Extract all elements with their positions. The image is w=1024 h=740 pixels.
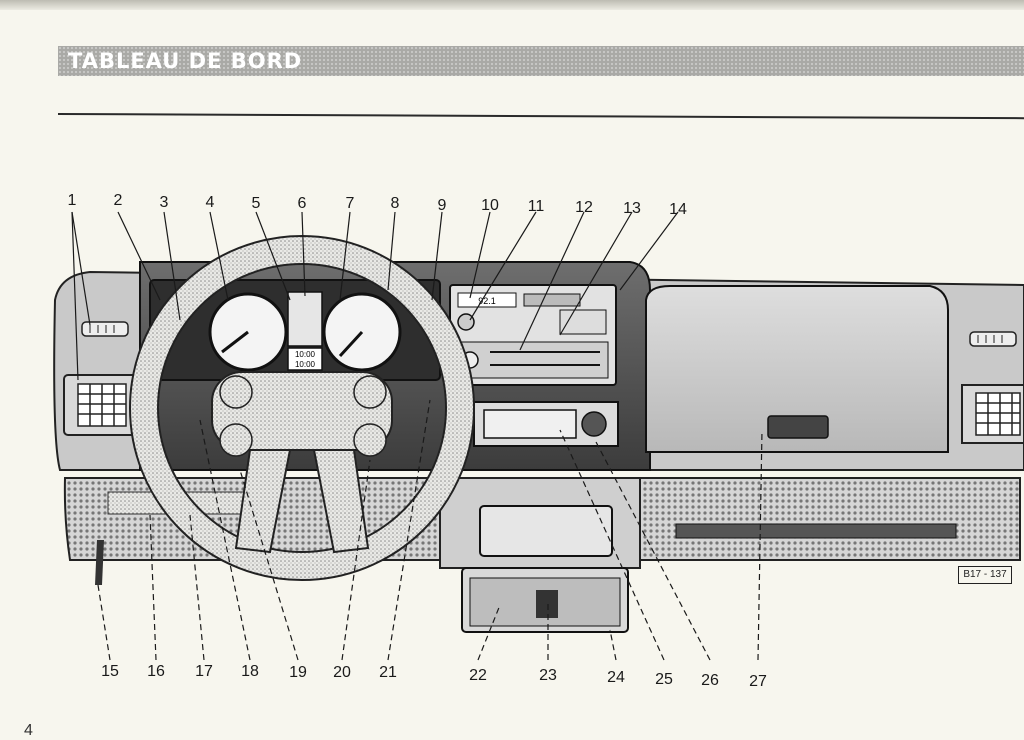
hood-release-lever bbox=[95, 540, 104, 585]
glovebox bbox=[645, 285, 957, 539]
callout-25: 25 bbox=[655, 671, 673, 688]
glovebox-latch bbox=[767, 415, 829, 439]
callout-numbers-bottom: 15 16 17 18 19 20 21 22 23 24 25 26 27 bbox=[101, 663, 767, 690]
instrument-cluster: 10:00 10:00 bbox=[149, 279, 441, 381]
steering-hub bbox=[211, 371, 393, 451]
callout-17: 17 bbox=[195, 663, 213, 680]
callout-16: 16 bbox=[147, 663, 165, 680]
section-title-band: TABLEAU DE BORD bbox=[58, 46, 1024, 76]
callout-2: 2 bbox=[114, 192, 123, 209]
cigarette-lighter bbox=[581, 411, 607, 437]
section-title: TABLEAU DE BORD bbox=[68, 49, 303, 73]
callout-26: 26 bbox=[701, 672, 719, 689]
callout-1: 1 bbox=[68, 192, 77, 209]
callout-11: 11 bbox=[528, 198, 545, 215]
page-number: 4 bbox=[24, 722, 33, 739]
steering-wheel bbox=[129, 235, 475, 581]
radio-buttons bbox=[559, 309, 607, 335]
callout-20: 20 bbox=[333, 664, 351, 681]
page-top-edge bbox=[0, 0, 1024, 10]
callout-23: 23 bbox=[539, 667, 557, 684]
leader-lines-top bbox=[71, 211, 679, 381]
right-air-vent bbox=[961, 331, 1024, 444]
radio-frequency: 92.1 bbox=[478, 296, 496, 306]
callout-19: 19 bbox=[289, 664, 307, 681]
clock-line-2: 10:00 bbox=[295, 360, 316, 369]
callout-5: 5 bbox=[252, 195, 261, 212]
cassette-slot bbox=[523, 293, 581, 307]
center-console: 92.1 bbox=[449, 284, 617, 386]
fuel-temp-gauges bbox=[287, 291, 323, 347]
callout-18: 18 bbox=[241, 663, 259, 680]
callout-7: 7 bbox=[346, 195, 355, 212]
callout-21: 21 bbox=[379, 664, 397, 681]
ashtray-lighter bbox=[473, 401, 619, 447]
callout-8: 8 bbox=[391, 195, 400, 212]
radio-knob bbox=[457, 313, 475, 331]
callout-22: 22 bbox=[469, 667, 487, 684]
lower-console bbox=[461, 505, 629, 633]
center-switch bbox=[536, 590, 558, 618]
left-air-vent bbox=[63, 321, 137, 436]
callout-13: 13 bbox=[623, 200, 641, 217]
callout-4: 4 bbox=[206, 194, 215, 211]
heater-controls bbox=[457, 341, 609, 379]
figure-reference: B17 - 137 bbox=[958, 566, 1012, 584]
clock-line-1: 10:00 bbox=[295, 350, 316, 359]
callout-12: 12 bbox=[575, 199, 593, 216]
clock-display bbox=[287, 347, 323, 371]
parcel-shelf-slot bbox=[675, 523, 957, 539]
callout-15: 15 bbox=[101, 663, 119, 680]
callout-10: 10 bbox=[481, 197, 499, 214]
storage-tray bbox=[479, 505, 613, 557]
callout-24: 24 bbox=[607, 669, 625, 686]
ashtray bbox=[483, 409, 577, 439]
callout-3: 3 bbox=[160, 194, 169, 211]
callout-14: 14 bbox=[669, 201, 687, 218]
callout-9: 9 bbox=[438, 197, 447, 214]
callout-6: 6 bbox=[298, 195, 307, 212]
leader-lines-bottom bbox=[97, 399, 763, 661]
callout-27: 27 bbox=[749, 673, 767, 690]
